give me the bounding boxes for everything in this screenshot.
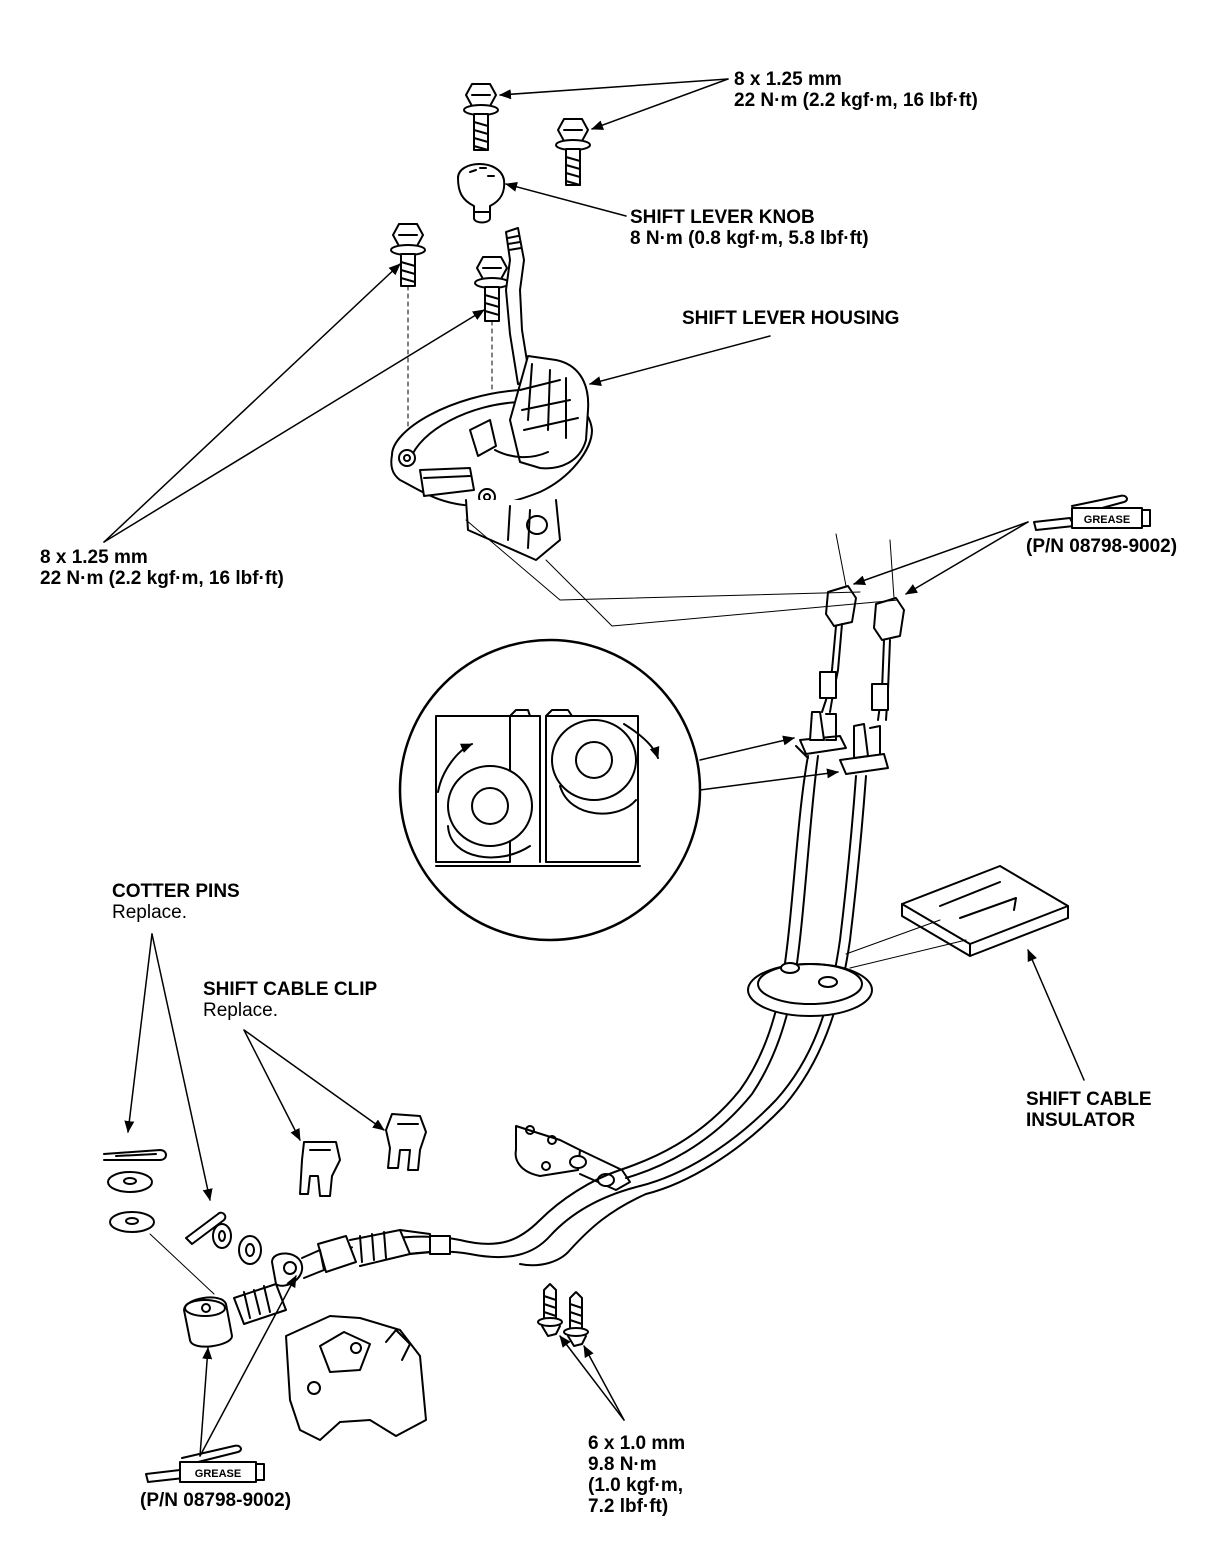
- flange-bolt-top-right: [555, 118, 591, 186]
- flange-bolt-left-2: [474, 256, 510, 322]
- grease-part-number-top: (P/N 08798-9002): [1026, 536, 1178, 557]
- shift-housing-label: SHIFT LEVER HOUSING: [682, 308, 900, 329]
- cotter-pin-1: [103, 1149, 167, 1161]
- small-bolt-2: [563, 1291, 589, 1347]
- grease-tube-icon-bottom: [145, 1444, 265, 1483]
- grease-part-number-bottom: (P/N 08798-9002): [140, 1490, 292, 1511]
- cable-bracket-right: [839, 723, 889, 775]
- cotter-pins-note: Replace.: [112, 902, 187, 923]
- shift-cable-clip-2: [385, 1113, 427, 1171]
- cable-clip-label: SHIFT CABLE CLIP: [203, 979, 378, 1000]
- shift-cable-right: [639, 775, 857, 1187]
- left-bolt-torque: 22 N·m (2.2 kgf·m, 16 lbf·ft): [40, 568, 284, 589]
- cotter-pins-label: COTTER PINS: [112, 881, 240, 902]
- small-bolt-1: [537, 1283, 563, 1337]
- bushing: [183, 1296, 233, 1348]
- top-bolt-size: 8 x 1.25 mm: [734, 69, 842, 90]
- washer-1: [107, 1171, 153, 1193]
- cable-end-right: [871, 597, 905, 721]
- shift-cable-insulator: [901, 865, 1069, 957]
- insulator-label-2: INSULATOR: [1026, 1110, 1136, 1131]
- flange-bolt-left-1: [390, 223, 426, 287]
- shift-lever-housing: [390, 355, 593, 561]
- shift-lever-knob: [457, 163, 506, 224]
- small-bolt-torque-1: 9.8 N·m: [588, 1454, 657, 1475]
- flange-bolt-top-left: [463, 83, 499, 151]
- top-bolt-torque: 22 N·m (2.2 kgf·m, 16 lbf·ft): [734, 90, 978, 111]
- shift-knob-label: SHIFT LEVER KNOB: [630, 207, 815, 228]
- cable-end-boot-lower: [233, 1283, 287, 1325]
- cable-mount-bracket: [514, 1125, 631, 1191]
- cable-end-boot: [317, 1229, 451, 1273]
- insulator-label-1: SHIFT CABLE: [1026, 1089, 1152, 1110]
- washer-4: [238, 1235, 262, 1265]
- grease-tube-icon-top: [1033, 494, 1151, 531]
- cable-end-left: [819, 585, 857, 713]
- cable-mount-base: [285, 1315, 427, 1441]
- cable-bracket-left: [795, 711, 847, 759]
- cable-end-eyelet: [271, 1249, 325, 1287]
- grease-tag-top: GREASE: [1084, 514, 1130, 526]
- cotter-pin-2: [185, 1211, 227, 1245]
- small-bolt-size: 6 x 1.0 mm: [588, 1433, 686, 1454]
- washer-2: [109, 1211, 155, 1233]
- shift-cable-clip-1: [299, 1141, 341, 1197]
- cable-grommet: [747, 962, 873, 1017]
- grease-tag-bottom: GREASE: [195, 1468, 241, 1480]
- left-bolt-size: 8 x 1.25 mm: [40, 547, 148, 568]
- washer-3: [212, 1223, 232, 1249]
- shift-knob-torque: 8 N·m (0.8 kgf·m, 5.8 lbf·ft): [630, 228, 869, 249]
- cable-clip-note: Replace.: [203, 1000, 278, 1021]
- small-bolt-torque-3: 7.2 lbf·ft): [588, 1496, 669, 1517]
- small-bolt-torque-2: (1.0 kgf·m,: [588, 1475, 684, 1496]
- detail-circle: [398, 638, 702, 942]
